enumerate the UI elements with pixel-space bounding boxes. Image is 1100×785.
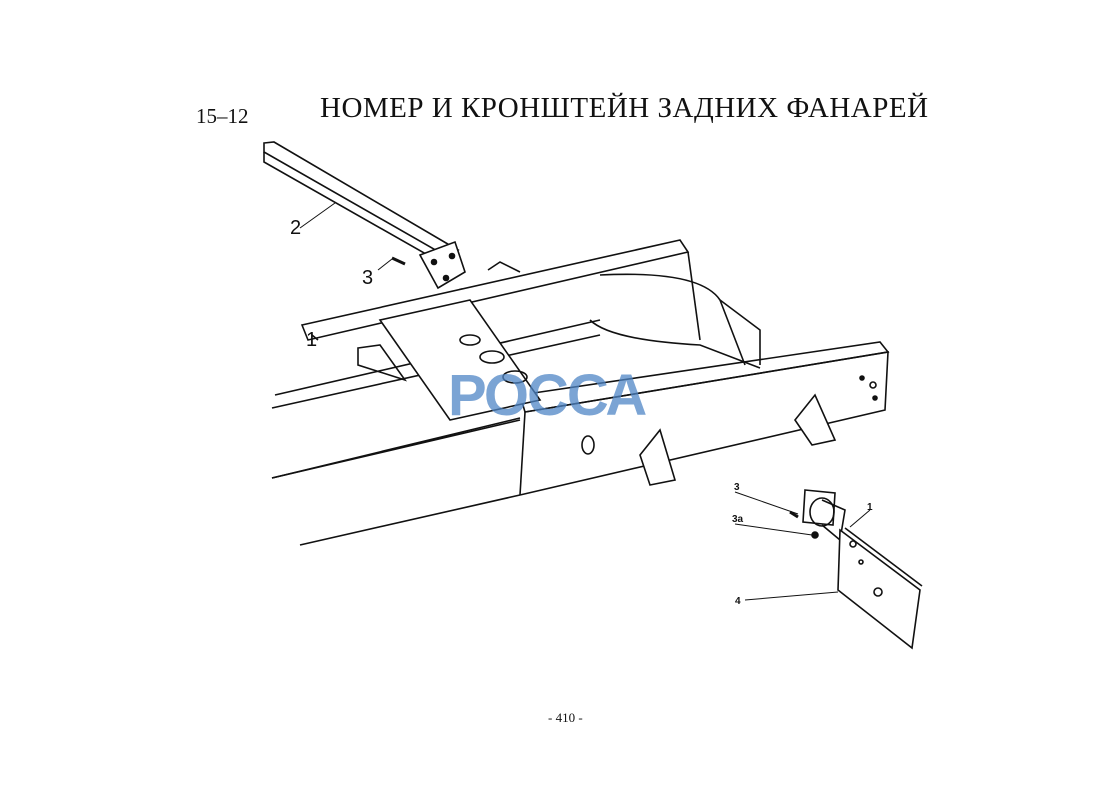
license-plate-lamp-assembly (789, 489, 923, 650)
callout-3: 3 (734, 482, 740, 493)
callout-3a: 3a (732, 514, 744, 525)
callout-2: 2 (290, 217, 301, 239)
callout-1-lamp: 1 (867, 502, 873, 513)
page-number: - 410 - (548, 710, 583, 725)
section-number: 15–12 (196, 104, 249, 128)
chassis-frame (271, 239, 890, 546)
tail-light-bracket (263, 141, 468, 300)
callout-3-top: 3 (362, 267, 373, 289)
callout-4: 4 (735, 596, 741, 607)
watermark-logo: РОССА (448, 363, 647, 428)
callout-1-frame: 1 (306, 329, 317, 351)
page-title: НОМЕР И КРОНШТЕЙН ЗАДНИХ ФАНАРЕЙ (320, 92, 929, 124)
